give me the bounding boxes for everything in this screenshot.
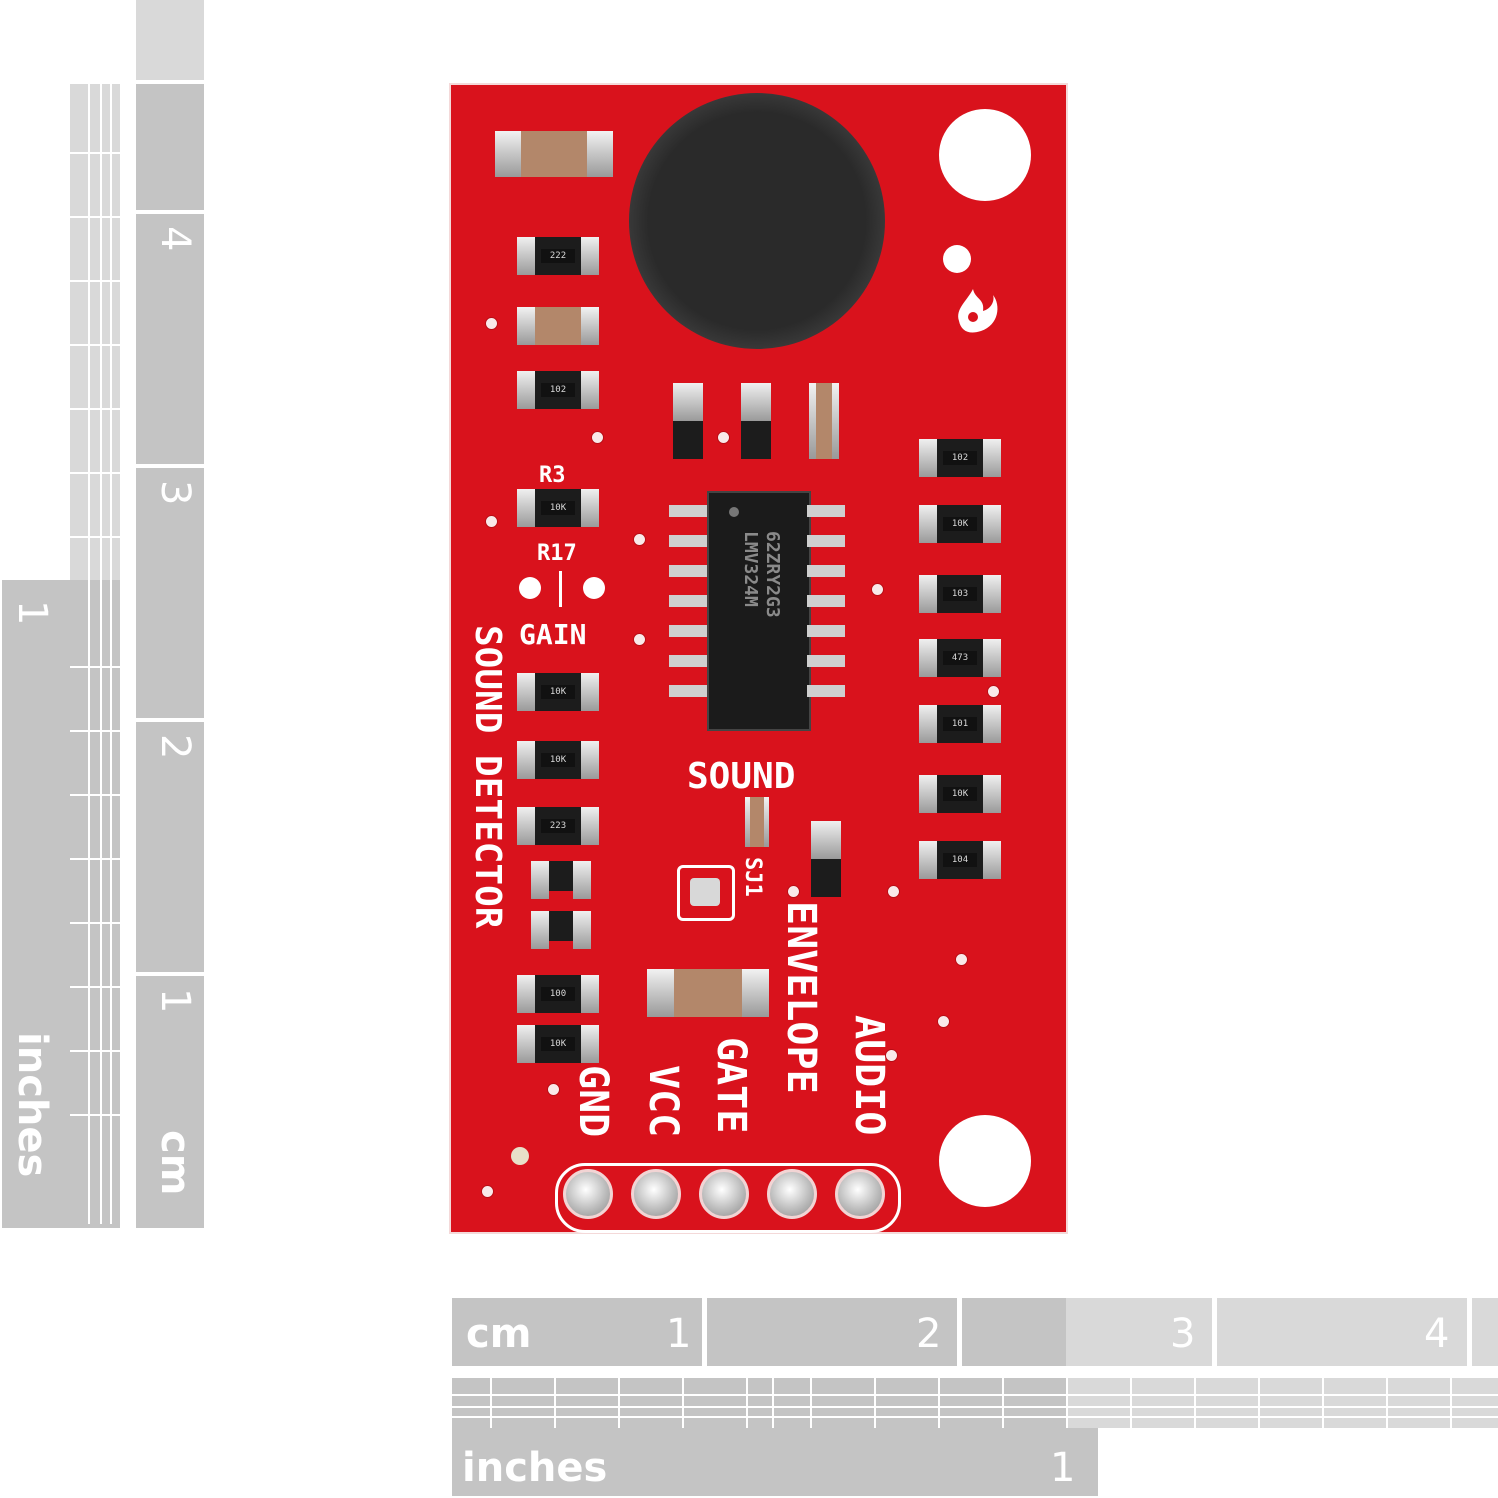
ruler-cm-number: 2 <box>916 1311 942 1357</box>
via <box>887 885 900 898</box>
ruler-segment <box>1066 1298 1212 1366</box>
ruler-cm-label: cm <box>152 1130 198 1196</box>
resistor: 222 <box>517 237 599 275</box>
label-sound: SOUND <box>687 756 796 797</box>
ruler-segment <box>136 0 204 80</box>
resistor: 10K <box>517 673 599 711</box>
ruler-inch-number: 1 <box>9 600 55 626</box>
solder-jumper-sj1 <box>677 865 735 921</box>
resistor: 103 <box>919 575 1001 613</box>
diode <box>531 911 591 949</box>
via <box>481 1185 494 1198</box>
ruler-cm-number: 3 <box>1170 1311 1196 1357</box>
resistor: 101 <box>919 705 1001 743</box>
flame-logo-icon <box>958 289 998 333</box>
resistor <box>673 383 703 459</box>
capacitor <box>495 131 613 177</box>
ruler-cm-number: 1 <box>666 1311 692 1357</box>
via <box>787 885 800 898</box>
ruler-inch-label: inches <box>462 1445 608 1491</box>
resistor: 10K <box>919 775 1001 813</box>
capacitor <box>809 383 839 459</box>
via <box>871 583 884 596</box>
ruler-cm-number: 1 <box>152 988 198 1014</box>
resistor: 10K <box>517 1025 599 1063</box>
resistor: 473 <box>919 639 1001 677</box>
header-pin-gnd[interactable] <box>563 1169 613 1219</box>
label-gain: GAIN <box>519 618 587 651</box>
ruler-segment <box>1066 1378 1498 1428</box>
pin-label-gate: GATE <box>708 1037 754 1134</box>
via <box>485 515 498 528</box>
sound-led <box>745 797 770 847</box>
resistor <box>741 383 771 459</box>
pin-label-envelope: ENVELOPE <box>778 901 824 1094</box>
mounting-hole <box>939 1115 1031 1207</box>
ruler-segment <box>136 84 204 210</box>
op-amp-chip: 62ZRY2G3 LMV324M <box>669 491 845 731</box>
resistor: 10K <box>517 741 599 779</box>
label-sj1: SJ1 <box>740 857 765 897</box>
pin-label-audio: AUDIO <box>846 1015 892 1136</box>
ruler-segment <box>707 1298 957 1366</box>
sound-detector-board: 222 102 10K 10K 10K 223 100 10K 102 10K … <box>449 83 1068 1234</box>
header-pin-gate[interactable] <box>699 1169 749 1219</box>
gain-jumper-pad <box>583 577 605 599</box>
ruler-segment <box>70 84 120 580</box>
ruler-cm-number: 4 <box>152 226 198 252</box>
label-r17: R17 <box>537 541 577 566</box>
via <box>633 633 646 646</box>
microphone <box>629 93 885 349</box>
test-pad <box>511 1147 529 1165</box>
header-pin-vcc[interactable] <box>631 1169 681 1219</box>
ruler-segment <box>136 468 204 718</box>
ruler-segment <box>452 1378 1098 1496</box>
ruler-segment <box>136 722 204 972</box>
ruler-segment <box>136 214 204 464</box>
resistor: 223 <box>517 807 599 845</box>
ruler-inch-number: 1 <box>1050 1445 1076 1491</box>
ruler-segment <box>1472 1298 1498 1366</box>
ruler-segment <box>136 976 204 1228</box>
mounting-hole <box>943 245 971 273</box>
resistor: 102 <box>919 439 1001 477</box>
header-pin-audio[interactable] <box>835 1169 885 1219</box>
via <box>987 685 1000 698</box>
board-title: SOUND DETECTOR <box>467 625 508 929</box>
chip-marking: 62ZRY2G3 <box>762 531 783 618</box>
via <box>955 953 968 966</box>
pin-label-gnd: GND <box>570 1065 616 1138</box>
resistor: 10K <box>517 489 599 527</box>
ruler-inch-label: inches <box>9 1032 55 1178</box>
ruler-cm-number: 2 <box>152 734 198 760</box>
resistor <box>811 821 841 897</box>
ruler-cm-label: cm <box>466 1311 532 1357</box>
via <box>591 431 604 444</box>
via <box>717 431 730 444</box>
label-r3: R3 <box>539 463 566 488</box>
capacitor <box>647 969 769 1017</box>
via <box>937 1015 950 1028</box>
mounting-hole <box>939 109 1031 201</box>
capacitor <box>517 307 599 345</box>
pin-label-vcc: VCC <box>640 1065 686 1138</box>
via <box>633 533 646 546</box>
via <box>885 1049 898 1062</box>
ruler-segment <box>1217 1298 1467 1366</box>
header-pin-envelope[interactable] <box>767 1169 817 1219</box>
diode <box>531 861 591 899</box>
via <box>547 1083 560 1096</box>
pin-header-outline <box>555 1163 901 1233</box>
ruler-cm-number: 4 <box>1424 1311 1450 1357</box>
chip-marking: LMV324M <box>740 531 761 607</box>
via <box>485 317 498 330</box>
gain-jumper-pad <box>519 577 541 599</box>
resistor: 102 <box>517 371 599 409</box>
ruler-cm-number: 3 <box>152 480 198 506</box>
resistor: 100 <box>517 975 599 1013</box>
resistor: 10K <box>919 505 1001 543</box>
ruler-segment <box>452 1298 702 1366</box>
resistor: 104 <box>919 841 1001 879</box>
